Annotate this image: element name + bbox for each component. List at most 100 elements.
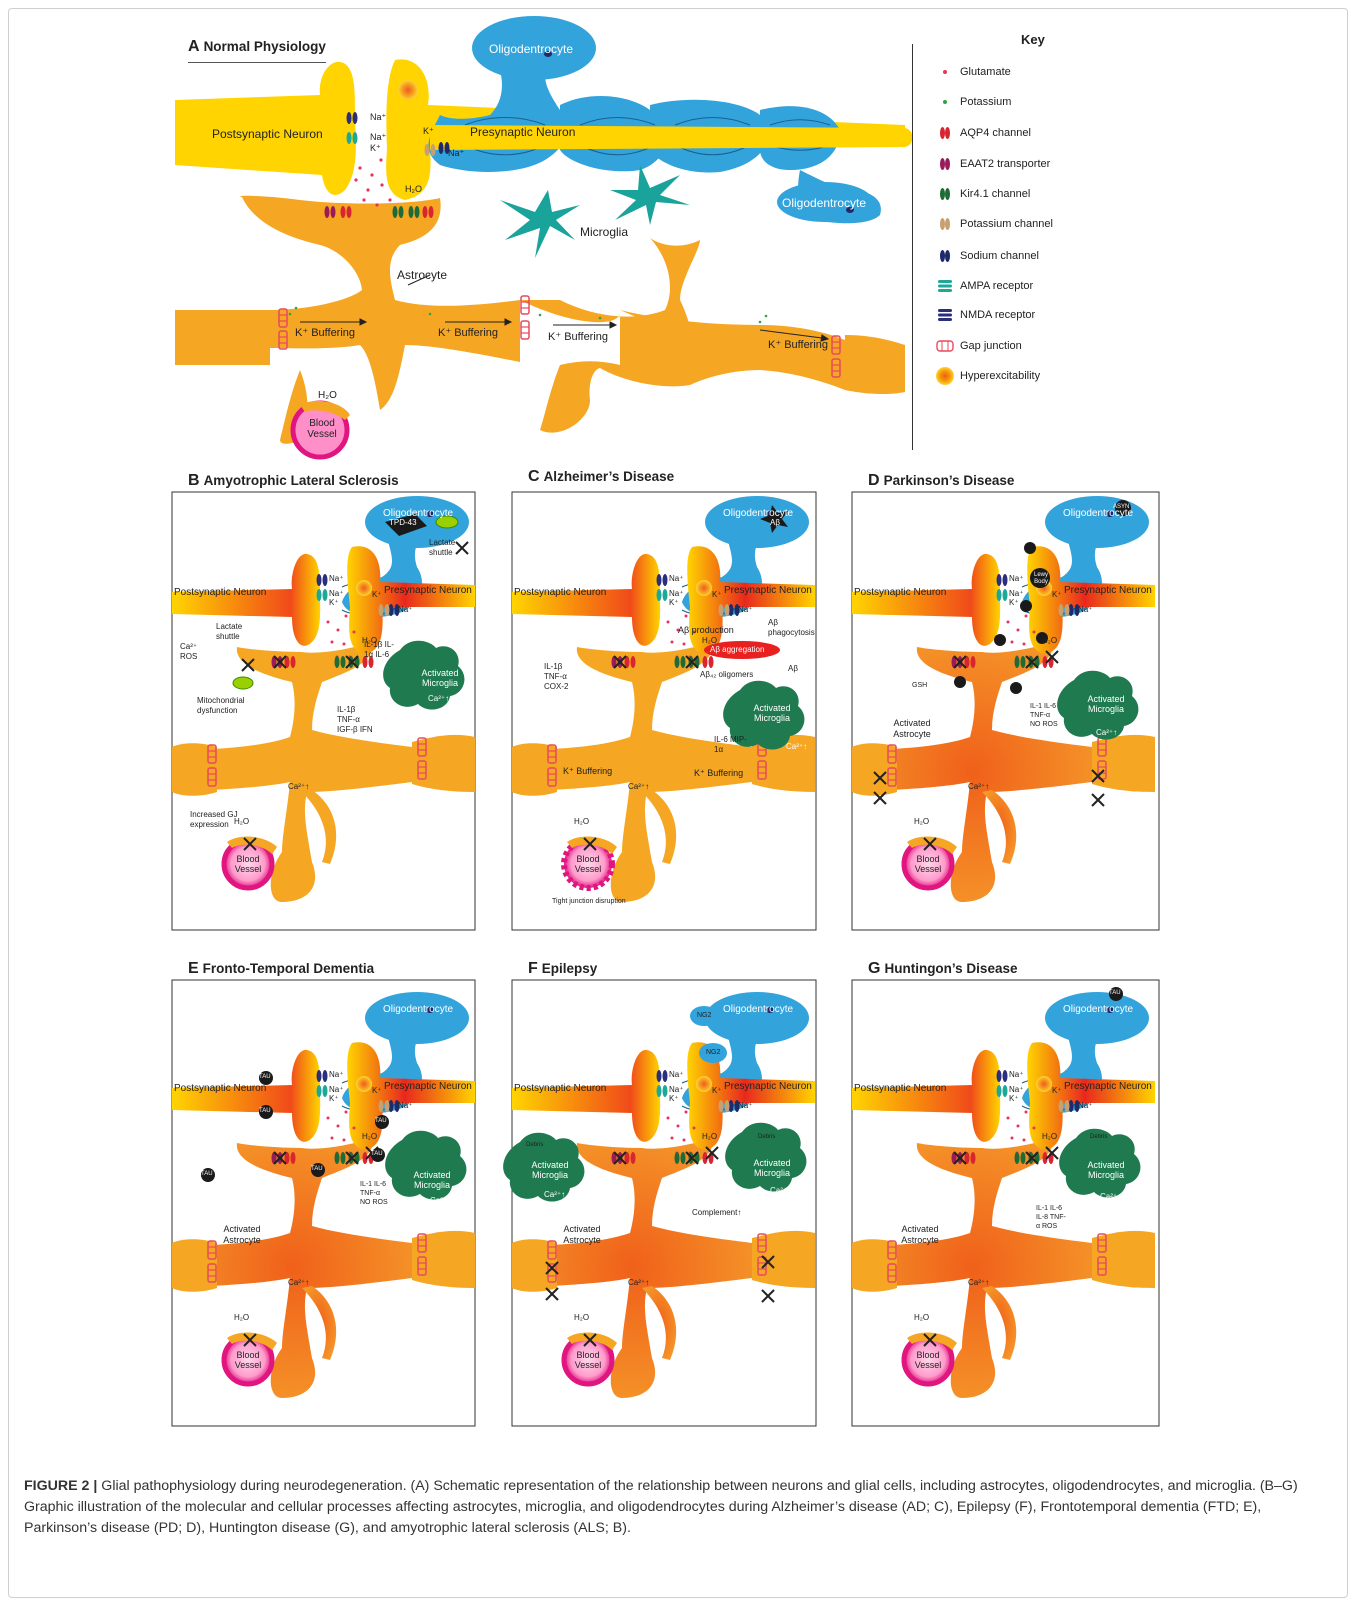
glutamate-dot — [1023, 643, 1026, 646]
presynaptic-label: Presynaptic Neuron — [724, 1081, 812, 1092]
ampa-receptor-shape — [317, 1085, 328, 1097]
asyn-dot — [1020, 600, 1032, 612]
k-buffering-label: K⁺ Buffering — [563, 766, 612, 777]
presynaptic-label: Presynaptic Neuron — [1064, 1081, 1152, 1092]
postsynaptic-neuron — [172, 1050, 320, 1142]
k-label: K⁺ — [329, 1094, 339, 1103]
debris-label: Debris — [1090, 1134, 1107, 1140]
postsynaptic-label: Postsynaptic Neuron — [854, 1083, 946, 1094]
nmda-receptor-shape — [317, 574, 328, 586]
presynaptic-label: Presynaptic Neuron — [384, 1081, 472, 1092]
glutamate-dot — [1007, 1117, 1010, 1120]
abeta-aggregation-label: Aβ aggregation — [710, 645, 764, 654]
asyn-dot — [1010, 682, 1022, 694]
glutamate-dot — [345, 615, 348, 618]
debris-label: Debris — [758, 1134, 775, 1140]
blood-vessel-label: Blood Vessel — [574, 854, 602, 874]
calcium-label: Ca²⁺↑ — [430, 1196, 451, 1205]
ampa-receptor-shape — [657, 589, 668, 601]
tau-label: TAU — [311, 1166, 323, 1172]
cytokine-list: IL-1 IL-6 TNF-α NO ROS — [360, 1180, 390, 1207]
glutamate-dot — [671, 641, 674, 644]
cytokine-list: IL-1 IL-6 IL-8 TNF-α ROS — [1036, 1204, 1066, 1231]
h2o-label: H₂O — [234, 1313, 249, 1322]
activated-astrocyte-label: Activated Astrocyte — [212, 1224, 272, 1246]
k-label: K⁺ — [372, 1086, 382, 1095]
glutamate-dot — [1023, 1139, 1026, 1142]
activated-microglia-label: Activated Microglia — [742, 703, 802, 723]
cytokine-list: IL-1β TNF-α COX-2 — [544, 662, 578, 692]
glutamate-dot — [343, 643, 346, 646]
nmda-receptor-shape — [317, 1070, 328, 1082]
postsynaptic-label: Postsynaptic Neuron — [174, 587, 266, 598]
glutamate-dot — [1025, 615, 1028, 618]
glutamate-dot — [1017, 1125, 1020, 1128]
lactate-shuttle-label: Lactate shuttle — [429, 538, 469, 558]
glutamate-dot — [683, 1139, 686, 1142]
lactate-shuttle-label: Lactate shuttle — [216, 622, 256, 642]
ng2-label: NG2 — [697, 1012, 711, 1019]
calcium-label: Ca²⁺↑ — [428, 694, 449, 703]
hyperexcitability — [696, 580, 712, 596]
calcium-label: Ca²⁺↑ — [968, 1278, 989, 1287]
glutamate-dot — [1033, 1127, 1036, 1130]
activated-astrocyte-label: Activated Astrocyte — [890, 1224, 950, 1246]
glutamate-dot — [337, 629, 340, 632]
na-label: Na⁺ — [738, 605, 752, 614]
figure-caption: FIGURE 2 | Glial pathophysiology during … — [24, 1476, 1334, 1539]
glutamate-dot — [683, 643, 686, 646]
tau-label: TAU — [201, 1171, 213, 1177]
activated-microglia-label: Activated Microglia — [742, 1158, 802, 1178]
nmda-receptor — [997, 1070, 1008, 1082]
glutamate-dot — [1017, 629, 1020, 632]
abeta-production-label: Aβ production — [678, 625, 734, 635]
nmda-receptor — [657, 1070, 668, 1082]
astrocyte-channel-shape — [703, 656, 714, 668]
ampa-receptor-shape — [657, 1085, 668, 1097]
calcium-label: Ca²⁺↑ — [628, 1278, 649, 1287]
glutamate-dot — [331, 641, 334, 644]
tau-label: TAU — [1109, 990, 1121, 996]
h2o-label: H₂O — [1042, 636, 1057, 645]
glutamate-dot — [677, 1125, 680, 1128]
activated-astrocyte-label: Activated Astrocyte — [882, 718, 942, 740]
ampa-receptor — [317, 1085, 328, 1097]
na-label: Na⁺ — [1078, 605, 1092, 614]
caption-text: Glial pathophysiology during neurodegene… — [24, 1478, 1298, 1536]
h2o-label: H₂O — [702, 636, 717, 645]
glutamate-dot — [343, 1139, 346, 1142]
hyperexcitability — [696, 1076, 712, 1092]
oligodendrocyte-label: Oligodentrocyte — [723, 1004, 793, 1015]
ampa-receptor — [997, 1085, 1008, 1097]
tau-label: TAU — [375, 1118, 387, 1124]
complement-label: Complement↑ — [692, 1208, 741, 1217]
inhibition-x-mark — [1092, 794, 1104, 806]
ampa-receptor-shape — [997, 1085, 1008, 1097]
h2o-label: H₂O — [574, 817, 589, 826]
glutamate-dot — [327, 621, 330, 624]
glutamate-dot — [685, 1111, 688, 1114]
activated-microglia-label: Activated Microglia — [410, 668, 470, 688]
blood-vessel-label: Blood Vessel — [914, 854, 942, 874]
glutamate-dot — [685, 615, 688, 618]
postsynaptic-neuron — [512, 1050, 660, 1142]
na-label: Na⁺ — [329, 589, 343, 598]
activated-astrocyte-label: Activated Astrocyte — [552, 1224, 612, 1246]
glutamate-dot — [1011, 1137, 1014, 1140]
oligodendrocyte-label: Oligodentrocyte — [1063, 1004, 1133, 1015]
increased-gj-label: Increased GJ expression — [190, 810, 250, 830]
asyn-label: ASYN — [1113, 504, 1129, 510]
calcium-label: Ca²⁺↑ — [1100, 1192, 1121, 1201]
postsynaptic-label: Postsynaptic Neuron — [514, 1083, 606, 1094]
asyn-dot — [954, 676, 966, 688]
tau-label: TAU — [259, 1108, 271, 1114]
presynaptic-label: Presynaptic Neuron — [384, 585, 472, 596]
blood-vessel-label: Blood Vessel — [234, 1350, 262, 1370]
calcium-label: Ca²⁺↑ — [544, 1190, 565, 1199]
ampa-receptor — [997, 589, 1008, 601]
nmda-receptor-shape — [657, 574, 668, 586]
glutamate-dot — [345, 1111, 348, 1114]
nmda-receptor — [317, 1070, 328, 1082]
na-label: Na⁺ — [1009, 574, 1023, 583]
